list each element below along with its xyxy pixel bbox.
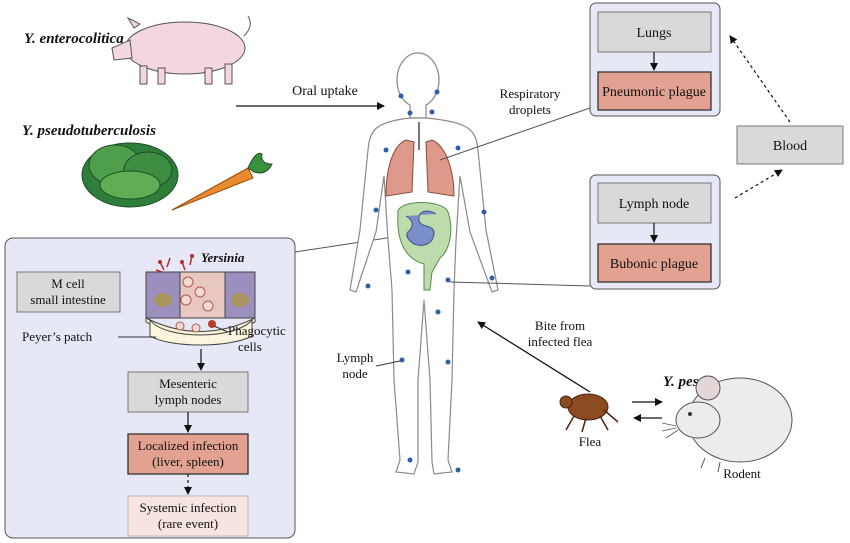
systemic-infection-box (127, 495, 249, 537)
pig-illustration (111, 15, 251, 85)
yersinia-label: Yersinia (201, 250, 245, 265)
lungs-box (597, 11, 712, 53)
right-lung (425, 139, 455, 197)
y-enterocolitica-label: Y. enterocolitica (24, 31, 124, 47)
bite-from-label: Bite from (535, 318, 585, 333)
flea-label: Flea (579, 434, 602, 449)
human-body-outline (349, 52, 499, 475)
node-label: node (342, 366, 368, 381)
intestinal-epithelium-illustration (145, 254, 256, 346)
respiratory-label: Respiratory (500, 86, 561, 101)
rodent-illustration (661, 375, 793, 473)
pneumonic-plague-box (597, 71, 712, 111)
rare-event-label: (rare event) (158, 516, 218, 531)
m-cell-box (16, 271, 121, 313)
liver-spleen-label: (liver, spleen) (152, 454, 224, 469)
localized-infection-box (127, 433, 249, 475)
blood-box (736, 125, 844, 165)
lymph-nodes-label: lymph nodes (155, 392, 222, 407)
cells-label: cells (238, 339, 262, 354)
phagocytic-label: Phagocytic (228, 323, 286, 338)
rodent-label: Rodent (723, 466, 761, 481)
bubonic-plague-box (597, 243, 712, 283)
lymph-node-connector (449, 281, 591, 287)
blood-label: Blood (773, 139, 807, 154)
bubonic-plague-label: Bubonic plague (610, 257, 698, 272)
lymph-node-box (597, 182, 712, 224)
lymph-node-pointer (375, 360, 401, 367)
lymph-node-dots (365, 89, 495, 473)
mesenteric-label: Mesenteric (159, 376, 217, 391)
infected-flea-label: infected flea (528, 334, 593, 349)
intestine-panel-connector (294, 235, 401, 253)
lymph-node-title: Lymph node (619, 197, 689, 212)
left-lung (385, 139, 415, 197)
lettuce-carrot-illustration (81, 142, 273, 211)
dashed-arrow-to-blood (734, 169, 783, 199)
bite-arrow (477, 321, 591, 393)
oral-uptake-label: Oral uptake (292, 84, 358, 99)
droplets-label: droplets (509, 102, 551, 117)
small-intestine-label: small intestine (30, 292, 106, 307)
y-pseudotuberculosis-label: Y. pseudotuberculosis (22, 123, 156, 139)
intestine (397, 201, 452, 291)
pneumonic-plague-label: Pneumonic plague (602, 85, 706, 100)
m-cell-label: M cell (51, 276, 85, 291)
flea-illustration (559, 393, 619, 433)
lymph-label: Lymph (337, 350, 374, 365)
lungs-label: Lungs (637, 26, 672, 41)
dashed-arrow-to-lungs (729, 35, 791, 123)
systemic-infection-label: Systemic infection (139, 500, 237, 515)
phagocytic-pointer (213, 325, 229, 333)
localized-infection-label: Localized infection (138, 438, 239, 453)
mesenteric-box (127, 371, 249, 413)
small-intestine-loops (405, 210, 437, 246)
lungs-connector (439, 107, 591, 161)
peyers-patch-label: Peyer’s patch (22, 329, 93, 344)
